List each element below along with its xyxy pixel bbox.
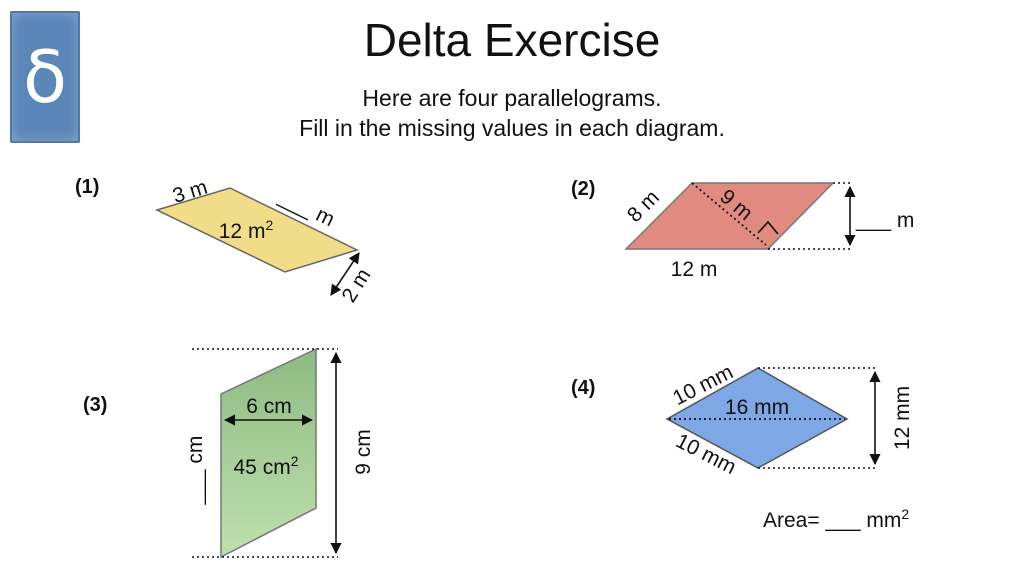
instruction-line-1: Here are four parallelograms. bbox=[362, 85, 662, 111]
problem-3: (3) 6 cm 45 cm2 9 cm ___ cm bbox=[83, 347, 375, 559]
problem-3-area: 45 cm2 bbox=[234, 453, 299, 479]
problem-2-missing-height: ___ m bbox=[855, 209, 914, 232]
problem-4-diagonal-label: 16 mm bbox=[725, 396, 789, 419]
problem-4-number: (4) bbox=[571, 377, 595, 399]
problem-2: (2) 8 m 9 m 12 m ___ m bbox=[571, 178, 914, 281]
page-title: Delta Exercise bbox=[363, 14, 661, 66]
problem-4-height-label: 12 mm bbox=[891, 386, 914, 450]
delta-badge: δ bbox=[10, 11, 80, 143]
problem-3-missing-side: ___ cm bbox=[184, 436, 207, 506]
problem-1-height-label: 2 m bbox=[337, 265, 375, 307]
problem-4: (4) 10 mm 10 mm 16 mm 12 mm Area= ___ mm… bbox=[571, 360, 914, 532]
rhombus-4 bbox=[665, 367, 849, 469]
problem-2-diagonal bbox=[691, 182, 767, 246]
problem-2-number: (2) bbox=[571, 178, 595, 200]
problem-3-height-label: 9 cm bbox=[352, 429, 375, 475]
delta-symbol: δ bbox=[22, 35, 68, 119]
parallelogram-3 bbox=[220, 347, 317, 559]
parallelogram-1 bbox=[154, 187, 360, 273]
problem-1: (1) 3 m ___ m 12 m2 2 m bbox=[75, 176, 376, 307]
problem-2-base-label: 12 m bbox=[671, 258, 718, 281]
problem-1-area: 12 m2 bbox=[219, 217, 274, 243]
problem-1-number: (1) bbox=[75, 176, 99, 198]
problem-1-height-arrow bbox=[330, 252, 360, 296]
problem-4-area-prompt: Area= ___ mm2 bbox=[763, 506, 909, 532]
problem-3-number: (3) bbox=[83, 394, 107, 416]
instruction-line-2: Fill in the missing values in each diagr… bbox=[299, 115, 725, 141]
problem-3-width-label: 6 cm bbox=[246, 395, 292, 418]
problem-2-right-angle-mark bbox=[757, 220, 779, 235]
